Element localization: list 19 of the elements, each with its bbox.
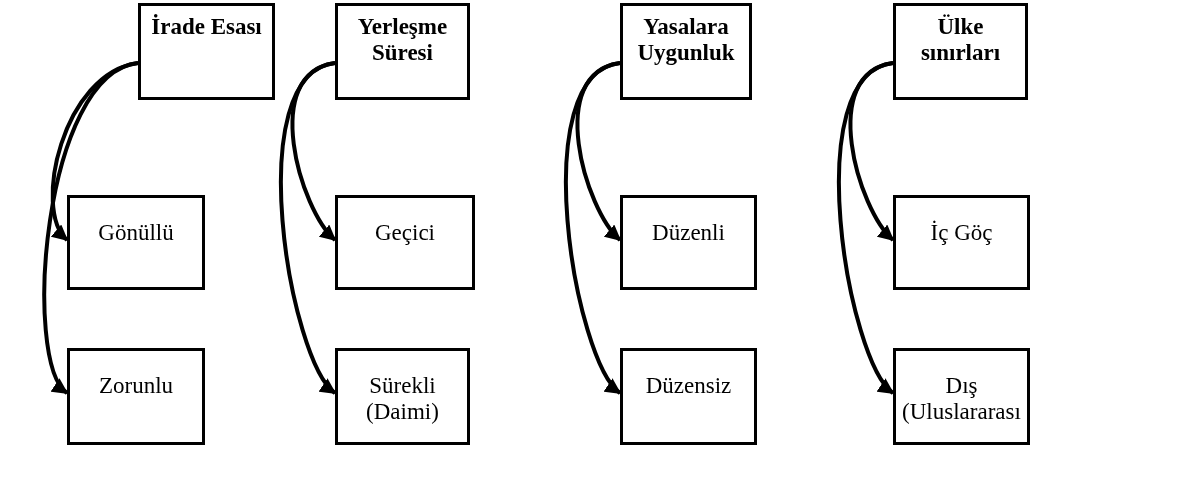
type-box: Düzenli xyxy=(620,195,757,290)
curved-arrow xyxy=(42,61,139,395)
category-box: Yasalara Uygunluk xyxy=(620,3,752,100)
type-box: Düzensiz xyxy=(620,348,757,445)
curved-arrow xyxy=(563,61,622,395)
curved-arrow xyxy=(278,61,337,395)
category-box: İrade Esası xyxy=(138,3,275,100)
curved-arrow xyxy=(848,61,895,242)
type-box: Gönüllü xyxy=(67,195,205,290)
type-box: Sürekli (Daimi) xyxy=(335,348,470,445)
category-box: Yerleşme Süresi xyxy=(335,3,470,100)
type-box: İç Göç xyxy=(893,195,1030,290)
type-box: Geçici xyxy=(335,195,475,290)
curved-arrow xyxy=(836,61,895,395)
type-box: Dış (Uluslararası xyxy=(893,348,1030,445)
category-box: Ülke sınırları xyxy=(893,3,1028,100)
curved-arrow xyxy=(575,61,622,242)
type-box: Zorunlu xyxy=(67,348,205,445)
curved-arrow xyxy=(290,61,337,242)
